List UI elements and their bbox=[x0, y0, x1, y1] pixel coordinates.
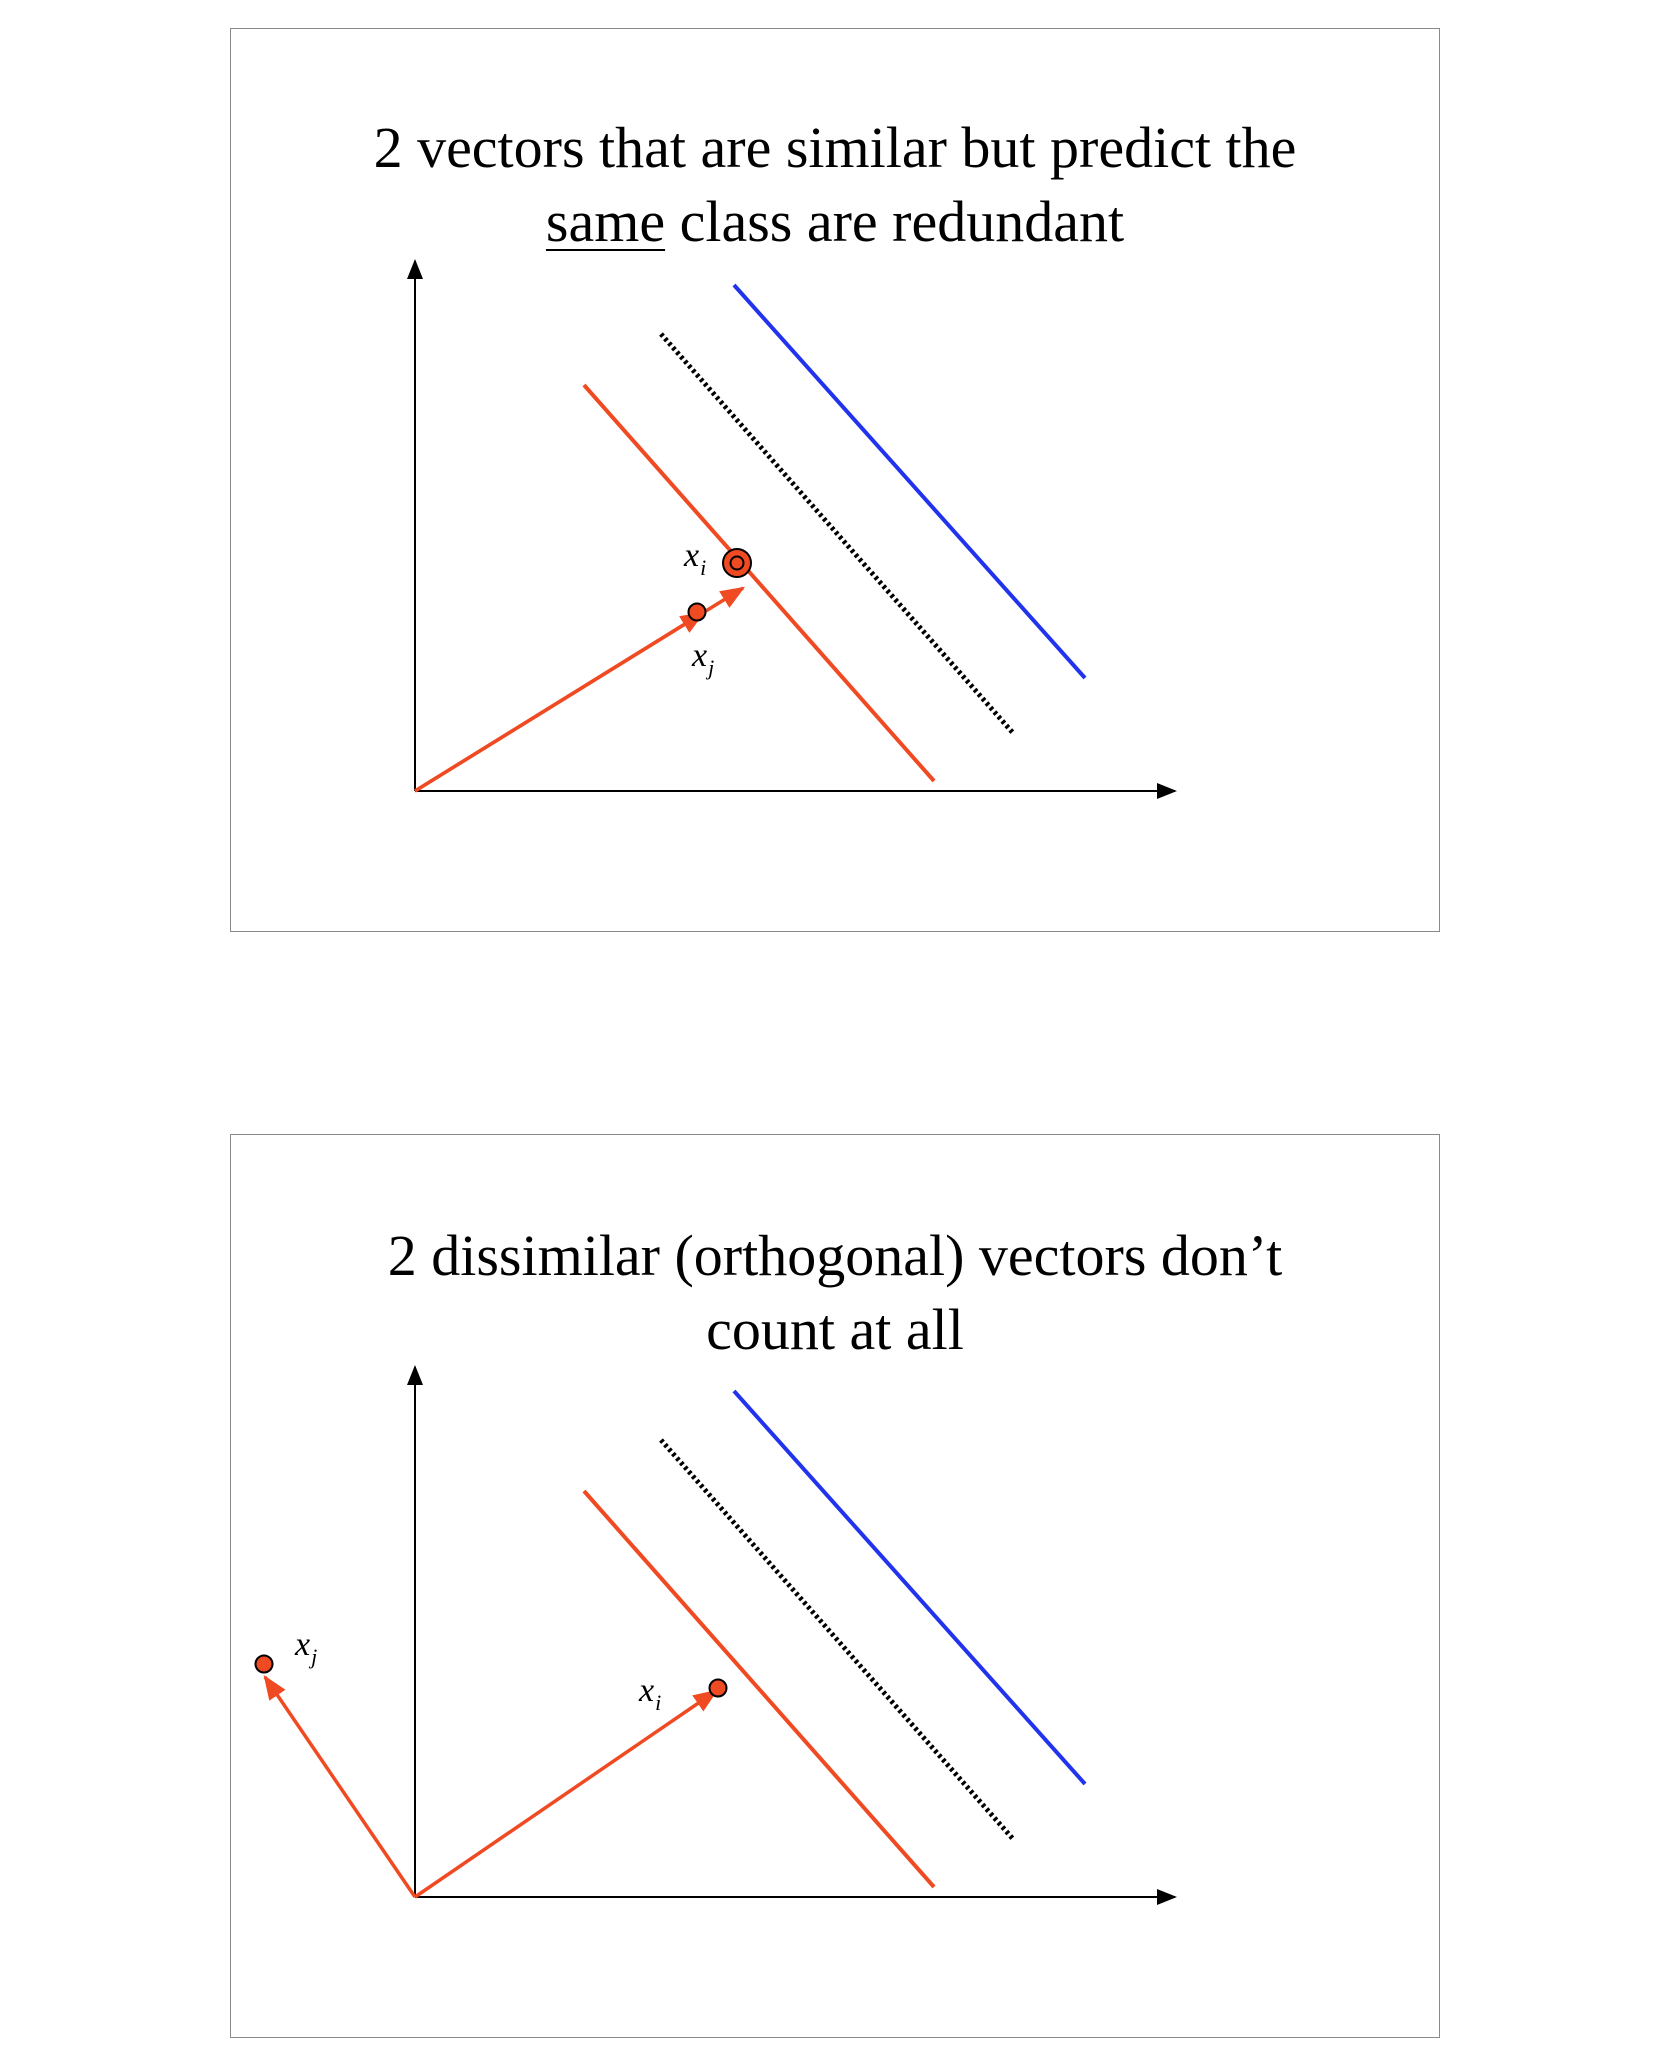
title-line-1: 2 dissimilar (orthogonal) vectors don’t bbox=[387, 1223, 1283, 1288]
positive-margin-line bbox=[732, 283, 1087, 680]
title-line-2: count at all bbox=[706, 1297, 964, 1362]
label-xj: xj bbox=[691, 637, 714, 680]
support-vector-xi-point bbox=[729, 555, 745, 571]
slide-orthogonal-vectors: 2 dissimilar (orthogonal) vectors don’t … bbox=[230, 1134, 1440, 2038]
slide-title: 2 dissimilar (orthogonal) vectors don’t … bbox=[231, 1219, 1439, 1367]
title-line-1: 2 vectors that are similar but predict t… bbox=[373, 115, 1297, 180]
diagram: xi xj bbox=[407, 259, 1177, 799]
slide-redundant-vectors: 2 vectors that are similar but predict t… bbox=[230, 28, 1440, 932]
vector-xj-arrow bbox=[414, 611, 706, 793]
positive-margin-line bbox=[732, 1389, 1087, 1786]
vector-xj-point bbox=[687, 602, 707, 622]
diagram: xi xj bbox=[254, 1365, 1177, 1905]
decision-boundary-dotted bbox=[659, 1438, 1015, 1841]
label-xi: xi bbox=[683, 537, 706, 580]
vector-xi-arrow bbox=[414, 1689, 719, 1899]
decision-boundary-dotted bbox=[659, 332, 1015, 735]
label-xi: xi bbox=[638, 1672, 661, 1715]
title-underlined-word: same bbox=[545, 189, 666, 254]
margin-line bbox=[582, 1489, 936, 1889]
margin-line bbox=[582, 383, 936, 783]
slide-title: 2 vectors that are similar but predict t… bbox=[231, 111, 1439, 259]
vector-xj-point bbox=[254, 1654, 274, 1674]
vector-xi-point bbox=[708, 1678, 728, 1698]
title-line-2: class are redundant bbox=[665, 189, 1125, 254]
label-xj: xj bbox=[294, 1626, 317, 1669]
vector-xj-arrow bbox=[263, 1674, 417, 1898]
